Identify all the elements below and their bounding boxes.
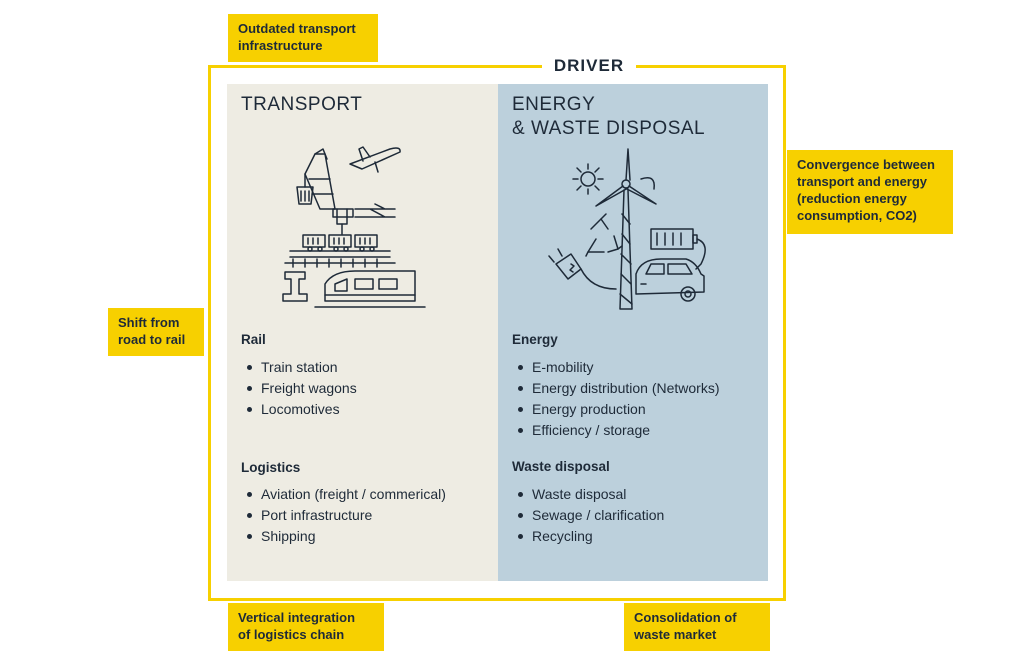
list-item: Train station: [241, 357, 357, 378]
list-item: Aviation (freight / commerical): [241, 484, 446, 505]
crane-plane-train-icon: [282, 146, 426, 308]
callout-consolidation-waste-market: Consolidation of waste market: [624, 603, 770, 651]
list-item: Efficiency / storage: [512, 420, 720, 441]
driver-frame: [208, 65, 786, 601]
wind-turbine-recycle-ev-icon: [548, 148, 706, 310]
section-heading-logistics: Logistics: [241, 460, 301, 475]
list-item: Waste disposal: [512, 484, 664, 505]
transport-title: TRANSPORT: [241, 94, 363, 115]
list-item: Sewage / clarification: [512, 505, 664, 526]
callout-convergence-transport-energy: Convergence between transport and energy…: [787, 150, 953, 234]
list-item: Shipping: [241, 526, 446, 547]
rail-list: Train station Freight wagons Locomotives: [241, 357, 357, 420]
list-item: Freight wagons: [241, 378, 357, 399]
callout-shift-road-to-rail: Shift from road to rail: [108, 308, 204, 356]
driver-label: DRIVER: [542, 54, 636, 78]
list-item: Energy distribution (Networks): [512, 378, 720, 399]
callout-vertical-integration: Vertical integration of logistics chain: [228, 603, 384, 651]
callout-outdated-transport-infrastructure: Outdated transport infrastructure: [228, 14, 378, 62]
list-item: E-mobility: [512, 357, 720, 378]
section-heading-waste-disposal: Waste disposal: [512, 459, 610, 474]
list-item: Locomotives: [241, 399, 357, 420]
list-item: Recycling: [512, 526, 664, 547]
section-heading-rail: Rail: [241, 332, 266, 347]
transport-panel: TRANSPORT Rail: [227, 84, 498, 581]
list-item: Energy production: [512, 399, 720, 420]
list-item: Port infrastructure: [241, 505, 446, 526]
energy-waste-panel: ENERGY & WASTE DISPOSAL Energy E-: [498, 84, 768, 581]
energy-list: E-mobility Energy distribution (Networks…: [512, 357, 720, 441]
section-heading-energy: Energy: [512, 332, 558, 347]
waste-list: Waste disposal Sewage / clarification Re…: [512, 484, 664, 547]
logistics-list: Aviation (freight / commerical) Port inf…: [241, 484, 446, 547]
energy-title: ENERGY & WASTE DISPOSAL: [512, 94, 706, 139]
